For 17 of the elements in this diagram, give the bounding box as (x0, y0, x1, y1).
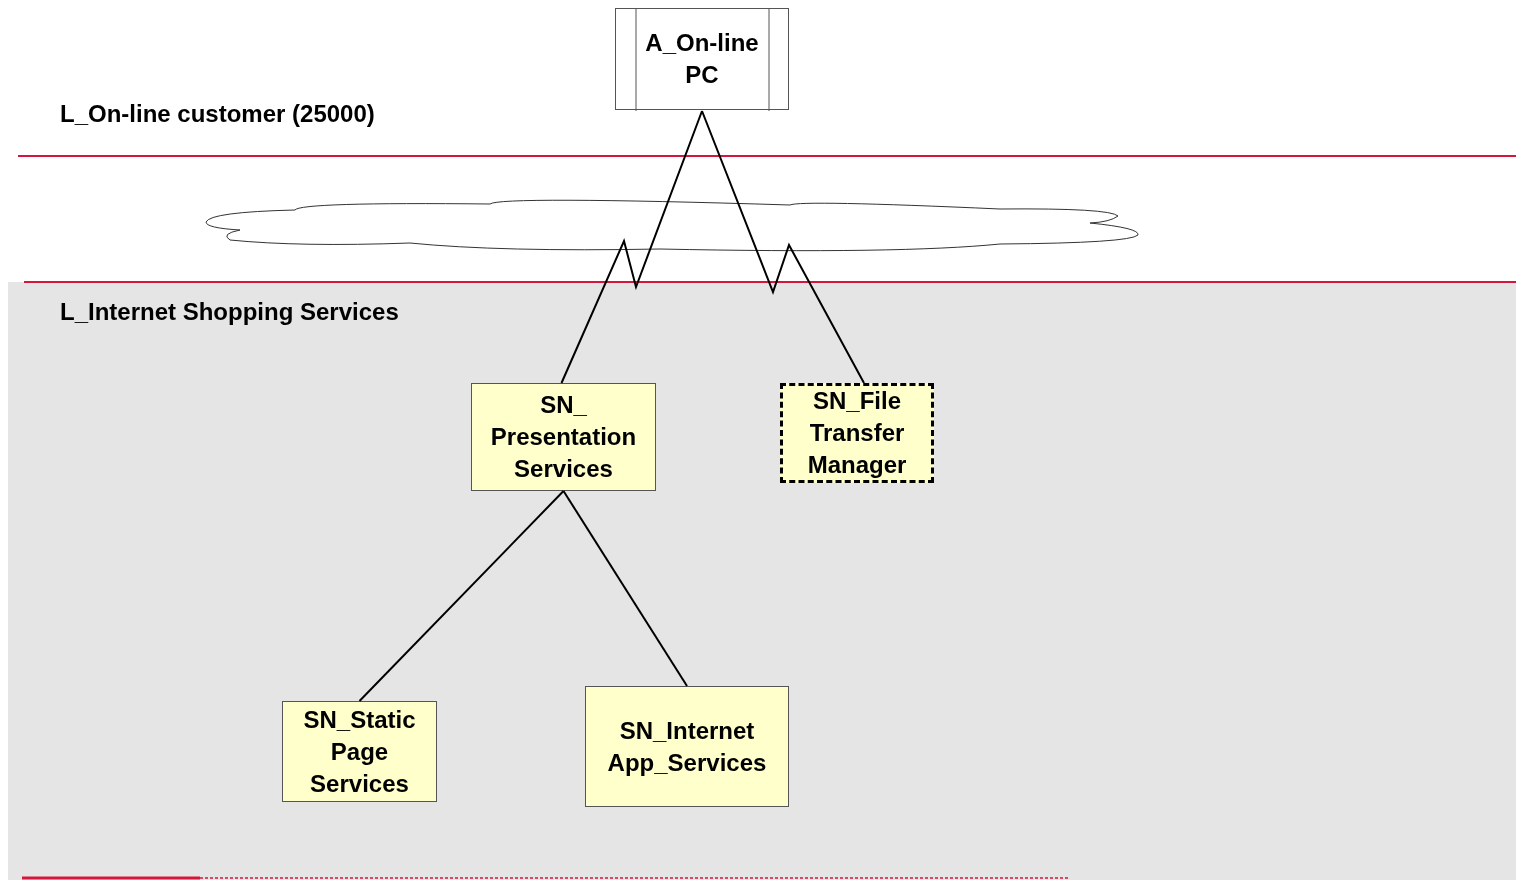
node-label: A_On-line PC (644, 28, 760, 90)
connector-line (562, 490, 688, 687)
node-label: SN_ Presentation Services (489, 390, 638, 484)
service-node-box (780, 383, 934, 483)
layer-title: L_On-line customer (25000) (60, 100, 375, 128)
service-node-box (282, 701, 437, 802)
layer-band (8, 282, 1516, 880)
service-node-box (471, 383, 656, 491)
node-label: SN_Internet App_Services (606, 715, 768, 778)
application-box (615, 8, 789, 110)
connector-line (701, 110, 865, 384)
connector-line (560, 110, 703, 384)
layer-title: L_Internet Shopping Services (60, 297, 399, 327)
node-label: SN_Static Page Services (302, 704, 417, 799)
connector-line (358, 490, 565, 702)
service-node-box (585, 686, 789, 807)
node-label: SN_File Transfer Manager (806, 386, 908, 480)
